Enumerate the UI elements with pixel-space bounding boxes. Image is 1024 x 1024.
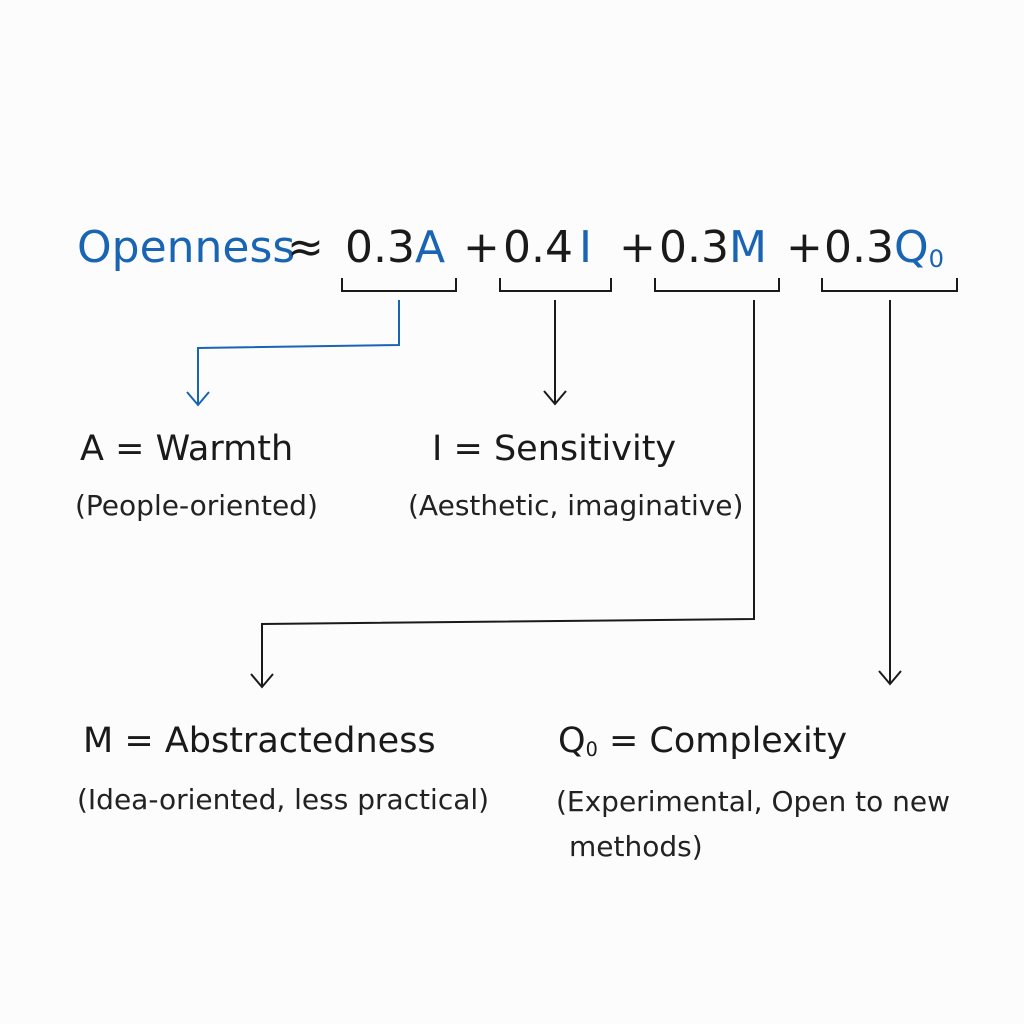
term-a-var: A [414,222,446,273]
definition-i-note: (Aesthetic, imaginative) [408,489,744,522]
plus-2: + [619,222,656,273]
term-q0-var: Q [893,222,929,273]
term-m: 0.3M [659,226,767,270]
definition-q0-note-line1: (Experimental, Open to new [556,785,951,818]
term-q0-coef: 0.3 [824,222,894,273]
definition-i: I = Sensitivity [432,432,676,467]
term-q0-sub: 0 [928,244,945,273]
term-i-coef: 0.4 [503,222,573,273]
term-i-var: I [578,222,592,273]
approx-symbol: ≈ [287,222,324,273]
definition-m: M = Abstractedness [83,724,436,759]
definition-q0-symbol: Q [558,721,586,761]
term-m-coef: 0.3 [659,222,729,273]
term-a: 0.3A [345,226,445,270]
arrowhead-i [543,390,567,406]
plus-1: + [463,222,500,273]
bracket-a [341,278,457,292]
arrowhead-m [250,673,274,689]
connector-a [197,300,400,404]
definition-q0-sub: 0 [585,737,598,761]
bracket-m [654,278,780,292]
definition-a-name: Warmth [155,429,294,469]
definition-a-symbol: A [80,429,104,469]
definition-q0-name: Complexity [649,721,848,761]
definition-m-eq: = [124,721,154,761]
definition-m-symbol: M [83,721,114,761]
definition-i-eq: = [453,429,483,469]
arrowhead-a [186,391,210,407]
definition-i-symbol: I [432,429,443,469]
arrowhead-q0 [878,670,902,686]
bracket-i [499,278,612,292]
definition-m-note: (Idea-oriented, less practical) [77,783,490,816]
definition-a-eq: = [115,429,145,469]
equation-lhs: Openness [77,222,296,273]
definition-m-name: Abstractedness [164,721,436,761]
bracket-q0 [821,278,958,292]
term-a-coef: 0.3 [345,222,415,273]
term-q0: 0.3Q0 [824,226,944,271]
plus-3: + [786,222,823,273]
definition-q0-eq: = [608,721,639,761]
definition-i-name: Sensitivity [493,429,677,469]
term-m-var: M [728,222,767,273]
definition-q0: Q0 = Complexity [558,724,847,759]
definition-a-note: (People-oriented) [75,489,318,522]
connector-m [261,300,755,686]
definition-q0-note-line2: methods) [569,830,703,863]
definition-a: A = Warmth [80,432,293,467]
